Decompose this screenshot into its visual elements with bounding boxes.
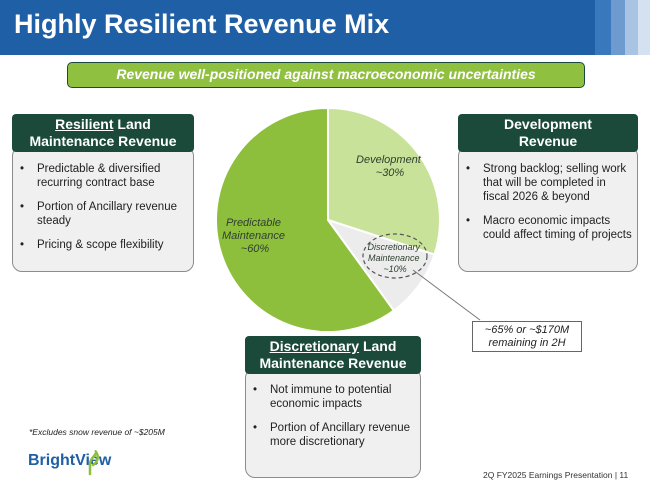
list-item: •Not immune to potential economic impact… xyxy=(253,384,392,410)
list-item: •Portion of Ancillary revenue steady xyxy=(20,201,177,227)
header-stripe xyxy=(595,0,611,55)
pie-slice-predictable xyxy=(214,106,396,333)
development-title-line2: Revenue xyxy=(518,133,578,149)
pie-slice-development xyxy=(327,106,442,256)
discretionary-highlight-ellipse xyxy=(362,233,428,279)
bullet: • xyxy=(466,163,471,175)
brightview-leaf-icon xyxy=(88,450,99,476)
slice-label-discretionary: Discretionary Maintenance ~10% xyxy=(367,242,422,274)
resilient-title-line2: Maintenance Revenue xyxy=(29,133,177,149)
discretionary-title-rest: Land xyxy=(359,338,397,354)
callout-line1: ~65% or ~$170M xyxy=(484,324,570,336)
list-item: •Macro economic impacts could affect tim… xyxy=(466,215,632,241)
bullet: • xyxy=(253,422,258,434)
footer-text: 2Q FY2025 Earnings Presentation | 11 xyxy=(483,470,629,480)
development-card-header: Development Revenue xyxy=(458,114,638,152)
development-title-line1: Development xyxy=(504,116,592,132)
header-stripe xyxy=(625,0,638,55)
bullet: • xyxy=(466,215,471,227)
discretionary-title-underlined: Discretionary xyxy=(269,338,360,354)
resilient-title-rest: Land xyxy=(113,116,151,132)
banner: Revenue well-positioned against macroeco… xyxy=(67,62,585,88)
header-stripe xyxy=(611,0,625,55)
bullet: • xyxy=(20,239,25,251)
slice-label-development: Development ~30% xyxy=(356,154,424,179)
header-stripe xyxy=(638,0,650,55)
header-bar: Highly Resilient Revenue Mix xyxy=(0,0,650,55)
discretionary-card-header: Discretionary Land Maintenance Revenue xyxy=(245,336,421,374)
bullet: • xyxy=(253,384,258,396)
callout-leader-line xyxy=(412,269,481,321)
callout-box: ~65% or ~$170M remaining in 2H xyxy=(472,321,582,352)
bullet: • xyxy=(20,163,25,175)
resilient-card-body: •Predictable & diversified recurring con… xyxy=(12,146,194,272)
list-item: •Pricing & scope flexibility xyxy=(20,239,164,251)
resilient-title-underlined: Resilient xyxy=(55,116,114,132)
list-item: •Portion of Ancillary revenue more discr… xyxy=(253,422,410,448)
list-item: •Strong backlog; selling work that will … xyxy=(466,163,627,203)
list-item: •Predictable & diversified recurring con… xyxy=(20,163,161,189)
slice-label-predictable: Predictable Maintenance ~60% xyxy=(222,217,288,255)
discretionary-card-body: •Not immune to potential economic impact… xyxy=(245,368,421,478)
resilient-card-header: Resilient Land Maintenance Revenue xyxy=(12,114,194,152)
footnote: *Excludes snow revenue of ~$205M xyxy=(29,427,165,437)
development-card-body: •Strong backlog; selling work that will … xyxy=(458,146,638,272)
pie-slices xyxy=(214,106,442,333)
page-title: Highly Resilient Revenue Mix xyxy=(14,9,390,39)
callout-line2: remaining in 2H xyxy=(488,337,566,349)
discretionary-title-line2: Maintenance Revenue xyxy=(259,355,407,371)
bullet: • xyxy=(20,201,25,213)
